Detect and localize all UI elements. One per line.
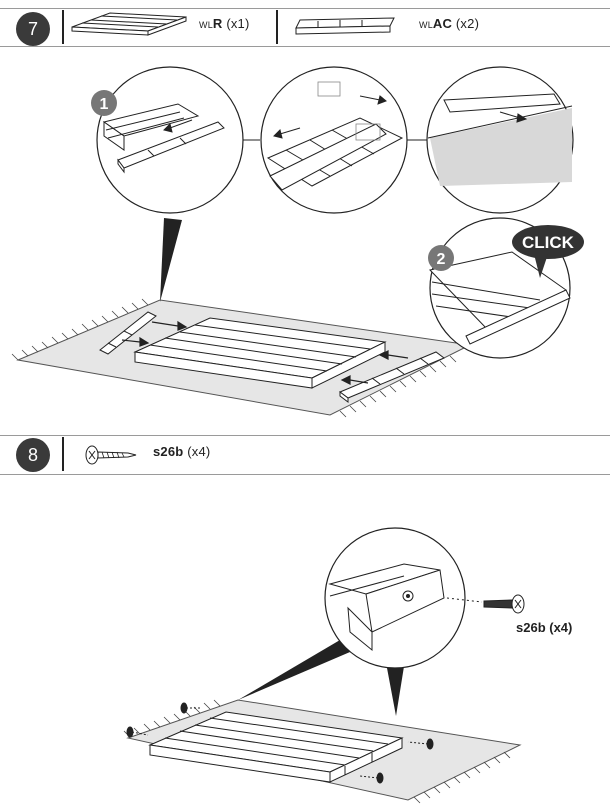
step7-bottom-rule (0, 46, 610, 47)
callout1-pointer (160, 218, 182, 302)
rug-fringe (11, 298, 457, 418)
callout-1-number: 1 (100, 96, 109, 113)
assembled-panel (148, 711, 404, 783)
part-qty: (x2) (455, 16, 480, 31)
step7-illustration: 1 (11, 66, 584, 418)
part-qty: (x4) (187, 444, 211, 459)
detail-circle-2 (260, 66, 408, 214)
step7-separator-2 (276, 10, 278, 44)
part-qty: (x1) (226, 16, 250, 31)
left-arrows (121, 320, 188, 347)
step8-badge: 8 (16, 438, 50, 472)
click-label: CLICK (522, 233, 575, 252)
part-s26b-label: s26b (x4) (153, 444, 210, 459)
step8-bottom-rule (0, 474, 610, 475)
detail-screw (483, 594, 525, 614)
slat-panel (133, 317, 387, 389)
part-wlr-label: WLR (x1) (199, 16, 250, 31)
step7-top-rule (0, 8, 610, 9)
step8-separator (62, 437, 64, 471)
detail-screw-label: s26b (x4) (516, 620, 572, 635)
screw-guide-line (446, 597, 483, 603)
rug-fringe (123, 699, 511, 804)
right-arrows (340, 350, 409, 385)
part-prefix: WL (199, 20, 213, 30)
left-rail (99, 311, 157, 355)
part-code: AC (432, 16, 453, 31)
detail-circle-3 (426, 66, 574, 214)
detail-pointer-left (238, 640, 350, 700)
detail-circle-step8 (324, 527, 466, 669)
right-rail (339, 351, 445, 403)
part-code: s26b (153, 444, 184, 459)
part-code: R (212, 16, 223, 31)
part-prefix: WL (419, 20, 433, 30)
step7-badge: 7 (16, 12, 50, 46)
click-bubble: CLICK (512, 225, 584, 278)
callout-2-number: 2 (437, 251, 446, 268)
step8-top-rule (0, 435, 610, 436)
part-wlac-label: WLAC (x2) (419, 16, 479, 31)
step7-separator-1 (62, 10, 64, 44)
detail-circle-4: 2 (428, 217, 571, 359)
screws-on-rug (126, 702, 434, 784)
